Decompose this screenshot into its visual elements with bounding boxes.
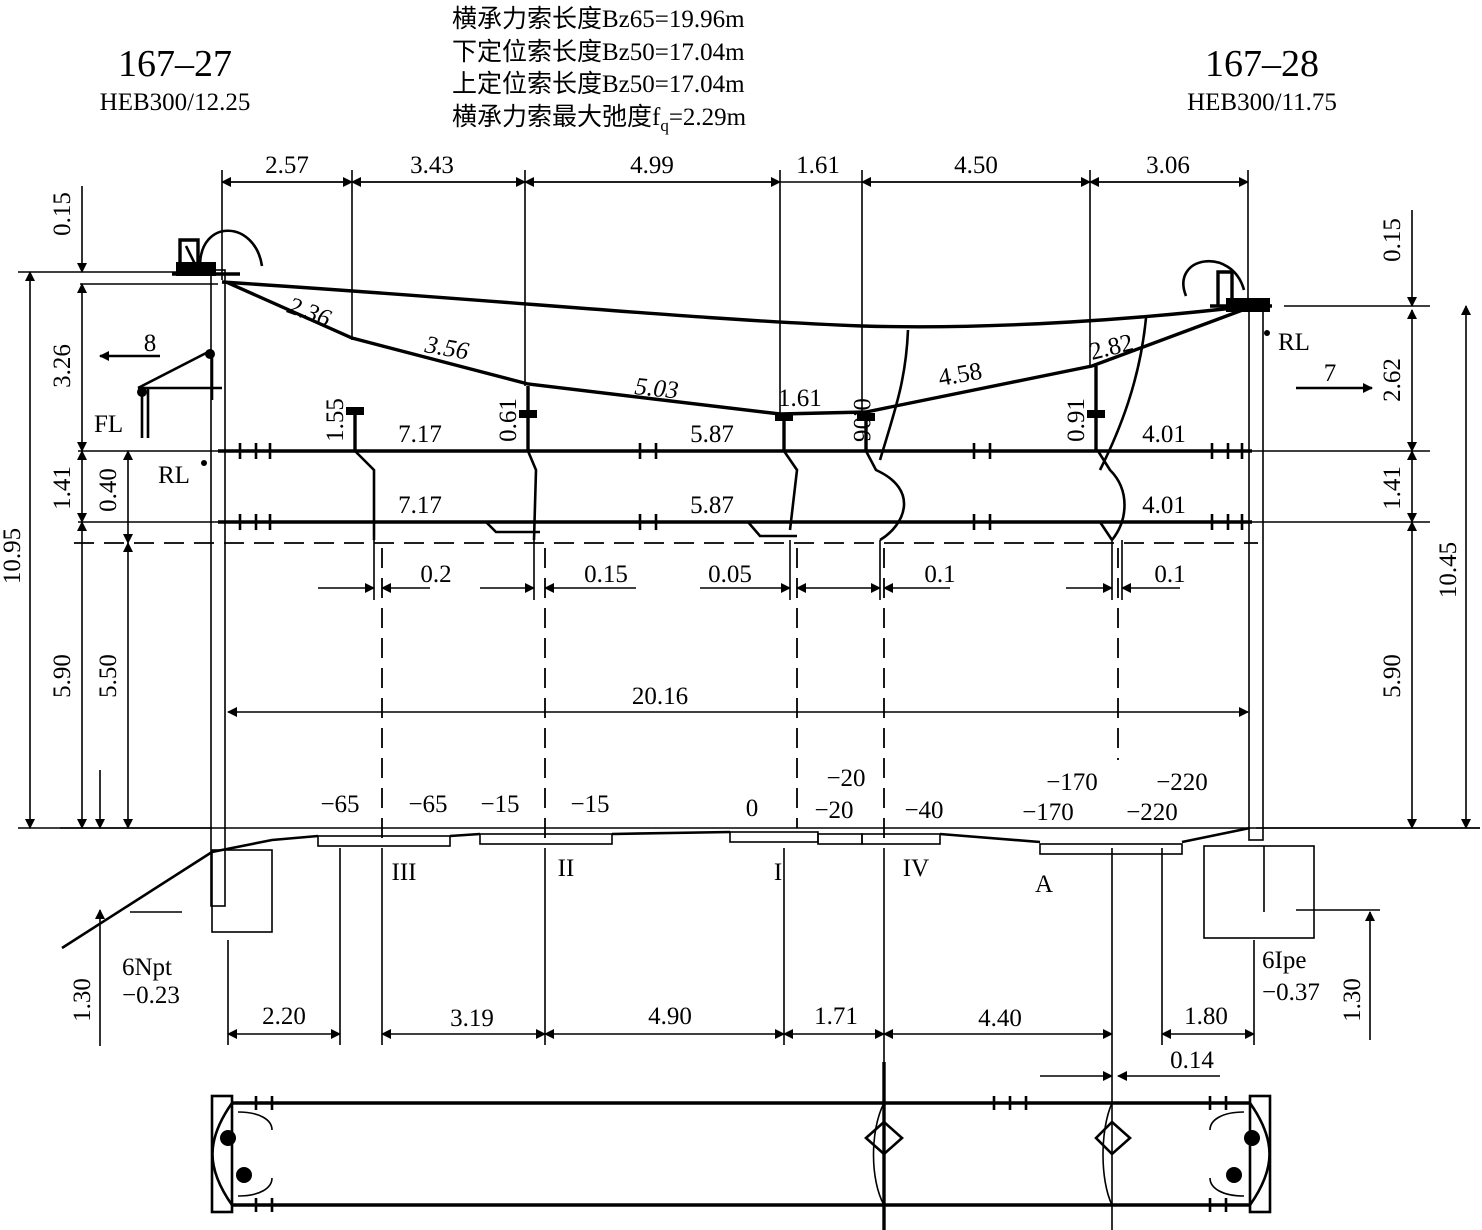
right-foundation-value: −0.37 (1262, 979, 1320, 1006)
top-dim-5: 4.50 (954, 152, 998, 179)
rl-left-label: RL (158, 462, 190, 489)
rl-right-label: RL (1278, 329, 1310, 356)
bottom-dim-5: 4.40 (978, 1005, 1022, 1032)
bottom-dim-7: 0.14 (1170, 1047, 1214, 1074)
rail-height-11: −220 (1156, 769, 1208, 796)
plan-view (210, 1062, 1272, 1230)
rail-height-2: −65 (408, 791, 447, 818)
cat-len-5: 4.58 (936, 358, 984, 392)
dropper-len-4: 0.91 (1063, 398, 1090, 442)
dropper-len-3: 0.06 (848, 398, 875, 442)
rail-height-6: −20 (826, 765, 865, 792)
rdim-2.62: 2.62 (1379, 358, 1406, 402)
ldim-0.15: 0.15 (49, 192, 76, 236)
insulators (238, 443, 1244, 530)
stagger-1: 0.2 (420, 561, 451, 588)
top-dim-6: 3.06 (1146, 152, 1190, 179)
lower-steady-length: 下定位索长度Bz50=17.04m (452, 38, 745, 66)
left-mast (172, 229, 264, 907)
ldim-3.26: 3.26 (49, 344, 76, 388)
right-pole-number: 167–28 (1205, 43, 1319, 85)
rail-height-9: −170 (1046, 769, 1098, 796)
cross-messenger-length: 横承力索长度Bz65=19.96m (452, 5, 745, 33)
rail-height-1: −65 (320, 791, 359, 818)
ldim-10.95: 10.95 (0, 528, 26, 584)
cat-len-4: 1.61 (778, 385, 822, 412)
upper-span-3: 4.01 (1142, 421, 1186, 448)
fl-label: FL (94, 411, 123, 438)
cat-len-3: 5.03 (633, 373, 679, 404)
rail-height-10: −170 (1022, 799, 1074, 826)
cat-len-1: 2.36 (284, 292, 335, 333)
track-label-I: I (774, 859, 782, 886)
track-label-IV: IV (903, 855, 929, 882)
right-mast (1182, 259, 1272, 841)
stagger-3: 0.05 (708, 561, 752, 588)
bottom-dim-2: 3.19 (450, 1005, 494, 1032)
left-vertical-dims (18, 186, 218, 1046)
ground-line (60, 826, 1480, 950)
dropper-len-1: 1.55 (322, 398, 349, 442)
rdim-1.41: 1.41 (1379, 466, 1406, 510)
fl-bracket (137, 348, 222, 438)
rail-height-7: −20 (814, 797, 853, 824)
cat-len-2: 3.56 (422, 331, 471, 365)
ldim-1.41: 1.41 (49, 466, 76, 510)
left-pole-number: 167–27 (118, 43, 232, 85)
lower-span-1: 7.17 (398, 492, 442, 519)
rail-height-4: −15 (570, 791, 609, 818)
cross-span-messenger (221, 280, 1251, 329)
right-vertical-dims (1252, 210, 1480, 1040)
arrow-8-label: 8 (144, 330, 157, 357)
rail-height-5: 0 (746, 795, 759, 822)
top-dim-1: 2.57 (265, 152, 309, 179)
top-dim-4: 1.61 (796, 152, 840, 179)
left-foundation-value: −0.23 (122, 982, 180, 1009)
ldim-0.40: 0.40 (95, 468, 122, 512)
cat-len-6: 2.82 (1087, 329, 1136, 366)
dropper-len-2: 0.61 (495, 398, 522, 442)
track-label-III: III (392, 859, 417, 886)
ldim-5.50: 5.50 (95, 654, 122, 698)
rail-height-3: −15 (480, 791, 519, 818)
ldim-5.90: 5.90 (49, 654, 76, 698)
lower-span-2: 5.87 (690, 492, 734, 519)
track-label-A: A (1035, 871, 1053, 898)
max-sag: 横承力索最大弛度fq=2.29m (452, 103, 747, 135)
arrow-7-label: 7 (1324, 360, 1337, 387)
track-centre-lines (227, 540, 1255, 1230)
stagger-2: 0.15 (584, 561, 628, 588)
track-label-II: II (558, 855, 575, 882)
bottom-dim-4: 1.71 (814, 1003, 858, 1030)
top-dim-2: 3.43 (410, 152, 454, 179)
rail-height-12: −220 (1126, 799, 1178, 826)
lower-span-3: 4.01 (1142, 492, 1186, 519)
rdim-5.90: 5.90 (1379, 654, 1406, 698)
left-foundation-name: 6Npt (122, 954, 172, 981)
bottom-dim-1: 2.20 (262, 1003, 306, 1030)
rdim-0.15: 0.15 (1379, 218, 1406, 262)
upper-span-2: 5.87 (690, 421, 734, 448)
top-dim-3: 4.99 (630, 152, 674, 179)
stagger-5: 0.1 (1154, 561, 1185, 588)
rail-height-8: −40 (904, 797, 943, 824)
top-dimension-line (221, 170, 1249, 416)
bottom-dim-6: 1.80 (1184, 1003, 1228, 1030)
left-mast-type: HEB300/12.25 (100, 89, 251, 116)
upper-span-1: 7.17 (398, 421, 442, 448)
rdim-1.30: 1.30 (1339, 978, 1366, 1022)
right-mast-type: HEB300/11.75 (1187, 89, 1337, 116)
rdim-10.45: 10.45 (1435, 542, 1462, 598)
bottom-dimension-line (227, 1029, 1255, 1081)
upper-steady-length: 上定位索长度Bz50=17.04m (452, 70, 745, 98)
stagger-4: 0.1 (924, 561, 955, 588)
right-foundation-name: 6Ipe (1262, 947, 1306, 974)
bottom-dim-3: 4.90 (648, 1003, 692, 1030)
ldim-1.30: 1.30 (69, 978, 96, 1022)
span-total: 20.16 (632, 683, 688, 710)
dropper-wires (346, 317, 1148, 542)
